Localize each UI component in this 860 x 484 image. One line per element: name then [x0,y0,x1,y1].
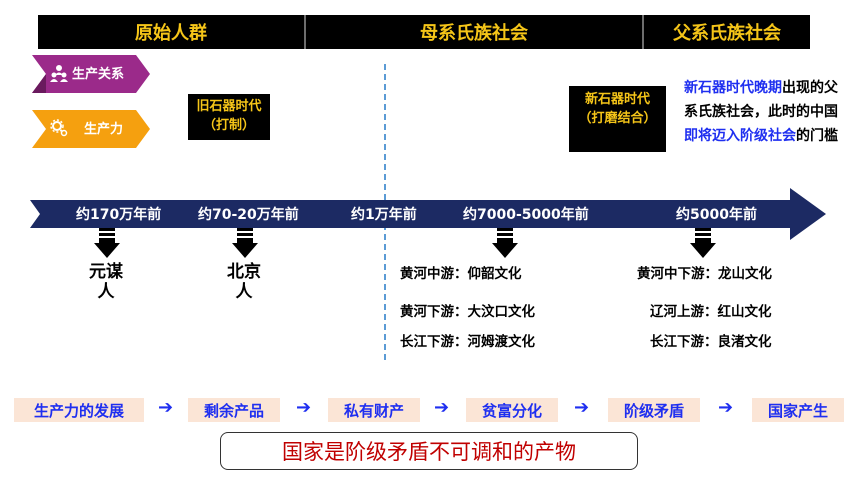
timeline-label-70-20: 约70-20万年前 [198,207,299,223]
timeline-label-5000: 约5000年前 [676,207,757,223]
site-beijing: 北京人 [227,262,261,302]
down-arrow-icon [492,228,518,258]
note-text: 出现的父系氏族社会，此时的中国 [684,80,838,120]
new-stone-age-box: 新石器时代（打磨结合） [569,86,666,152]
down-arrow-icon [232,228,258,258]
relations-tag-shape [32,55,150,93]
down-arrow-icon [94,228,120,258]
culture-hongshan: 辽河上游：红山文化 [650,304,772,320]
culture-yangshao: 黄河中游：仰韶文化 [400,266,522,282]
header-matriarchal: 母系氏族社会 [306,15,642,49]
gear-icon [50,119,68,137]
chain-step-productivity: 生产力的发展 [14,398,144,422]
chain-arrow-icon: ➔ [574,397,590,418]
culture-liangzhu: 长江下游：良渚文化 [650,334,772,350]
chain-step-state: 国家产生 [752,398,844,422]
conclusion-box: 国家是阶级矛盾不可调和的产物 [220,432,638,470]
chain-arrow-icon: ➔ [158,397,174,418]
timeline-label-7000-5000: 约7000-5000年前 [463,207,589,223]
chain-arrow-icon: ➔ [296,397,312,418]
productivity-tag: 生产力 [32,110,150,148]
chain-step-private-property: 私有财产 [328,398,420,422]
productivity-tag-label: 生产力 [84,122,124,137]
note-highlight: 即将迈入阶级社会 [684,128,796,144]
header-divider [304,15,306,49]
relations-tag: 生产关系 [32,55,150,93]
timeline-label-1: 约1万年前 [351,207,417,223]
relations-tag-label: 生产关系 [72,67,125,82]
chain-arrow-icon: ➔ [718,397,734,418]
culture-dawenkou: 黄河下游：大汶口文化 [400,304,535,320]
chain-arrow-icon: ➔ [434,397,450,418]
note-text: 的门槛 [796,128,838,144]
timeline-arrow [30,188,826,240]
header-divider [642,15,644,49]
patriarchal-note: 新石器时代晚期出现的父系氏族社会，此时的中国即将迈入阶级社会的门槛 [684,76,844,148]
chain-step-surplus: 剩余产品 [188,398,280,422]
note-highlight: 新石器时代晚期 [684,80,782,96]
old-stone-age-box: 旧石器时代（打制） [188,94,270,140]
productivity-tag-shape [32,110,150,148]
culture-longshan: 黄河中下游：龙山文化 [637,266,772,282]
site-yuanmou: 元谋人 [89,262,123,302]
people-icon [50,65,68,82]
chain-step-class-conflict: 阶级矛盾 [608,398,700,422]
header-primitive: 原始人群 [38,15,304,49]
chain-step-wealth-gap: 贫富分化 [466,398,558,422]
down-arrow-icon [690,228,716,258]
timeline-label-170: 约170万年前 [76,207,162,223]
culture-hemudu: 长江下游：河姆渡文化 [400,334,535,350]
header-patriarchal: 父系氏族社会 [644,15,810,49]
